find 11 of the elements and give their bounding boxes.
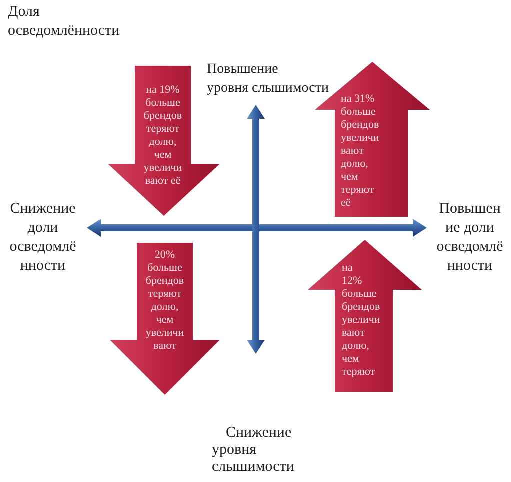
axis-label: Повышен ие доли осведомлё нности [436, 200, 504, 276]
arrow-callout-text: 20% больше брендов теряют долю, чем увеличи вают [144, 249, 186, 353]
axis-label: Снижение уровня слышимости [212, 425, 296, 476]
axis-label: Снижение доли осведомлё нности [8, 200, 78, 276]
arrow-callout-text: на 12% больше брендов увеличи вают долю, чем теряют [342, 262, 382, 379]
diagram-title: Доля осведомлённости [8, 3, 121, 41]
arrow-callout-text: на 19% больше брендов теряют долю, чем увеличи вают её [142, 84, 184, 188]
down-arrow-callout [110, 243, 220, 395]
up-arrow-callout [308, 240, 422, 392]
axis-label: Повышение уровня слышимости [207, 61, 329, 98]
arrow-callout-text: на 31% больше брендов увеличи вают долю, чем теряют её [341, 93, 380, 210]
